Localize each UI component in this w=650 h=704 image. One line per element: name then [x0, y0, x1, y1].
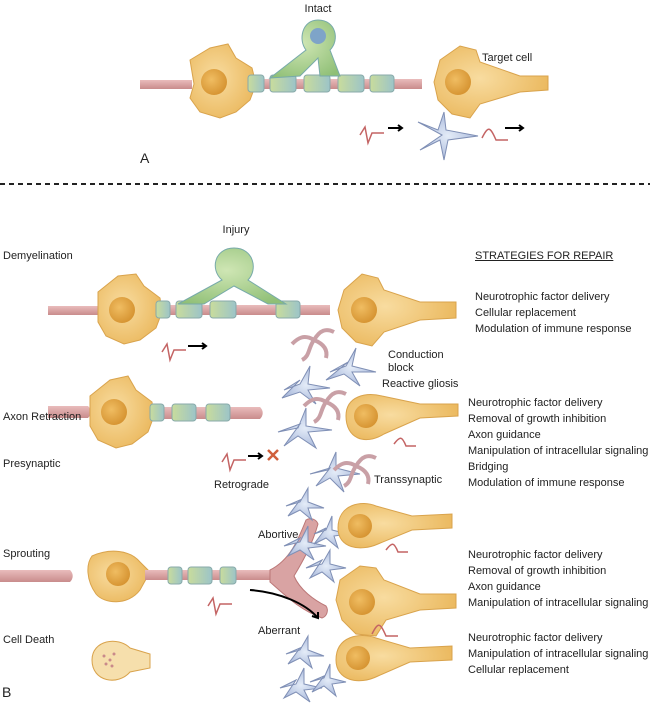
oligodendrocyte [268, 19, 341, 79]
oligodendrocyte-nucleus [310, 28, 326, 44]
reactive-glia-cluster [277, 365, 361, 493]
cell-death-strategies: Neurotrophic factor delivery Manipulatio… [468, 630, 648, 678]
target-neuron [335, 635, 453, 682]
dying-neuron [91, 640, 151, 681]
strategy-item: Removal of growth inhibition [468, 413, 607, 425]
target-nucleus [348, 514, 372, 538]
demyelination-strategies: Neurotrophic factor delivery Cellular re… [475, 289, 632, 337]
sprouting-title: Sprouting [3, 548, 51, 560]
panel-b-label: B [2, 684, 12, 700]
strategy-item: Manipulation of intracellular signaling [468, 445, 649, 457]
sprouting-strategies: Neurotrophic factor delivery Removal of … [468, 547, 648, 611]
retracted-axon-input [0, 570, 73, 582]
myelin-segments [149, 403, 231, 422]
transsynaptic-label: Transsynaptic [374, 474, 443, 486]
injured-oligodendrocyte [177, 247, 288, 305]
axon [250, 79, 422, 89]
strategy-item: Axon guidance [468, 581, 541, 593]
block-label: block [388, 362, 414, 374]
microglia [290, 328, 335, 362]
target-potential-icon [393, 437, 416, 447]
strategy-item: Neurotrophic factor delivery [468, 549, 603, 561]
block-x-icon [267, 449, 279, 461]
presynaptic-label: Presynaptic [3, 458, 61, 470]
axon-retraction-title: Axon Retraction [3, 411, 82, 423]
target-nucleus [349, 589, 375, 615]
reactive-gliosis-label: Reactive gliosis [382, 378, 459, 390]
strategy-item: Manipulation of intracellular signaling [468, 597, 649, 609]
abortive-label: Abortive [258, 529, 299, 541]
retracted-axon-input [48, 406, 91, 418]
target-cell-label: Target cell [482, 52, 533, 64]
axon-input [140, 80, 192, 89]
axon-retraction-circuit [48, 365, 459, 493]
sprouting-circuit [0, 486, 457, 637]
panel-a-label: A [140, 150, 150, 166]
target-neuron-upper [337, 503, 453, 549]
glia-cluster [279, 634, 347, 703]
nucleus [101, 399, 127, 425]
astrocyte [417, 111, 479, 161]
target-neuron [433, 45, 549, 119]
arrow-icon [188, 342, 208, 350]
microglia [302, 390, 377, 488]
myelin-segments [247, 74, 395, 93]
arrow-icon [505, 124, 525, 132]
strategy-item: Cellular replacement [475, 307, 576, 319]
cell-death-title: Cell Death [3, 634, 55, 646]
strategy-item: Manipulation of intracellular signaling [468, 648, 649, 660]
intact-label: Intact [304, 3, 332, 15]
strategy-item: Axon guidance [468, 429, 541, 441]
strategy-item: Cellular replacement [468, 664, 569, 676]
axon-input [48, 306, 100, 315]
axon [156, 305, 330, 315]
strategy-item: Modulation of immune response [475, 323, 632, 335]
target-neuron-lower [335, 565, 457, 637]
panel-a-circuit [140, 19, 549, 161]
strategy-item: Neurotrophic factor delivery [468, 632, 603, 644]
retrograde-label: Retrograde [214, 479, 270, 491]
action-potential-icon [161, 341, 186, 363]
nucleus [106, 562, 130, 586]
astrocyte [325, 347, 377, 387]
strategy-item: Modulation of immune response [468, 477, 625, 489]
target-nucleus [346, 646, 370, 670]
strategy-item: Neurotrophic factor delivery [475, 291, 610, 303]
nucleus [201, 69, 227, 95]
aberrant-label: Aberrant [258, 625, 301, 637]
target-nucleus [445, 69, 471, 95]
atrophic-target-neuron [345, 394, 459, 441]
arrow-icon [248, 452, 264, 460]
cell-death-circuit [91, 634, 453, 703]
nucleus [109, 297, 135, 323]
strategy-item: Bridging [468, 461, 509, 473]
aberrant-growth-arrow [249, 589, 319, 620]
strategy-item: Removal of growth inhibition [468, 565, 607, 577]
demyelination-circuit [48, 247, 457, 387]
conduction-label: Conduction [388, 349, 444, 361]
target-potential-icon [371, 624, 398, 637]
strategy-item: Neurotrophic factor delivery [468, 397, 603, 409]
myelin-segments [167, 566, 237, 585]
target-nucleus [354, 404, 378, 428]
action-potential-icon [359, 124, 384, 146]
action-potential-icon [221, 451, 246, 473]
target-potential-icon [385, 543, 408, 553]
apoptotic-fragments [102, 652, 116, 668]
action-potential-icon [207, 595, 232, 617]
target-neuron [337, 273, 457, 347]
output-potential-icon [481, 128, 508, 141]
glia-cluster [283, 486, 349, 584]
arrow-icon [388, 124, 404, 132]
myelin-segments [155, 300, 301, 319]
axon-retraction-strategies: Neurotrophic factor delivery Removal of … [468, 395, 648, 491]
injury-label: Injury [222, 224, 250, 236]
target-nucleus [351, 297, 377, 323]
strategies-header: STRATEGIES FOR REPAIR [475, 250, 614, 262]
demyelination-title: Demyelination [3, 250, 73, 262]
